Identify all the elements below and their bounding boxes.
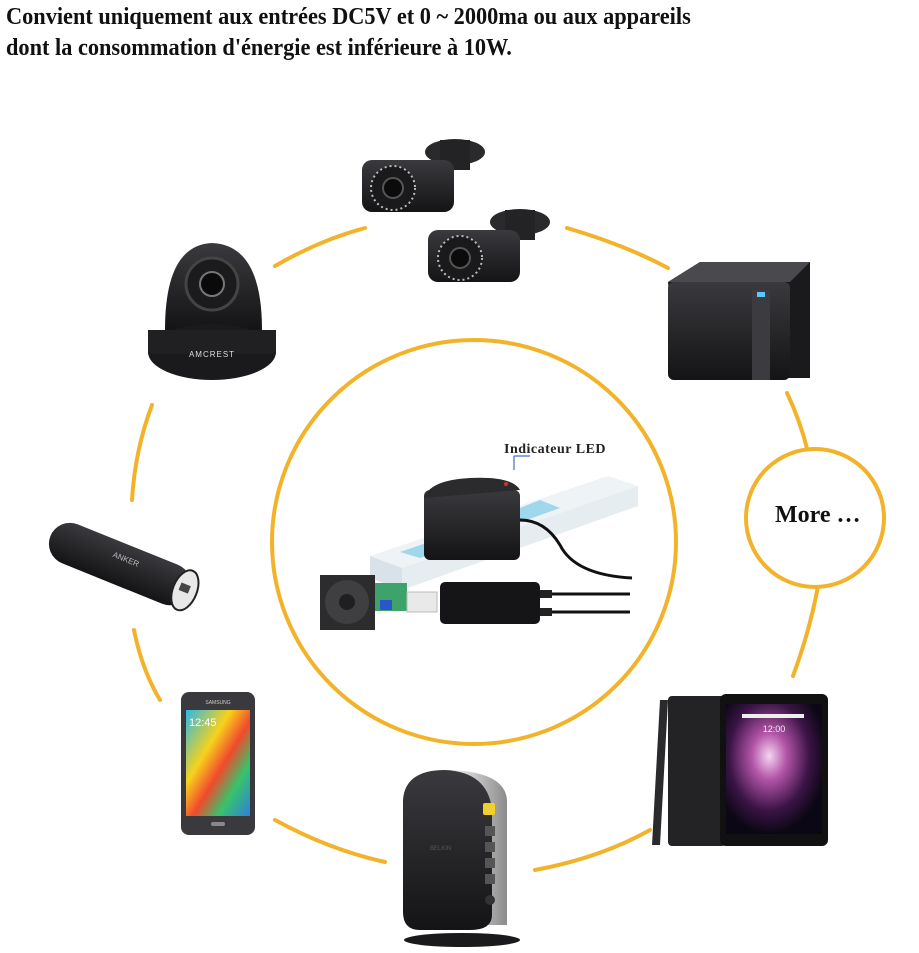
- ring-segment: [533, 828, 652, 872]
- tablet-clock: 12:00: [763, 724, 786, 734]
- inner-circle: [270, 338, 678, 746]
- more-circle: [744, 447, 886, 589]
- smartphone-icon: 12:45 SAMSUNG: [181, 692, 255, 835]
- outer-ring: [130, 226, 820, 872]
- power-adapter-icon: [424, 455, 633, 580]
- phone-clock: 12:45: [189, 717, 217, 729]
- ring-segment: [565, 226, 670, 270]
- ptz-camera-icon: AMCREST: [148, 243, 276, 380]
- led-indicator-label: Indicateur LED: [504, 442, 607, 457]
- bluetooth-speaker-icon: [668, 262, 810, 380]
- usb-load-tester-icon: [320, 575, 438, 630]
- bullet-camera-icon: [428, 209, 550, 282]
- ring-segment: [273, 818, 387, 864]
- tablet-icon: 12:00: [652, 694, 828, 846]
- headline-line-1: Convient uniquement aux entrées DC5V et …: [6, 4, 691, 30]
- wifi-router-icon: BELKIN: [403, 770, 520, 947]
- ptz-camera-brand: AMCREST: [189, 350, 235, 359]
- ring-segment: [130, 403, 154, 502]
- router-brand: BELKIN: [430, 846, 451, 852]
- ring-segment: [273, 226, 367, 268]
- more-label: More …: [775, 502, 861, 528]
- ring-segment: [785, 391, 810, 454]
- ring-segment: [791, 584, 820, 678]
- headline: Convient uniquement aux entrées DC5V et …: [6, 2, 854, 64]
- power-bank-icon: ANKER: [48, 522, 200, 612]
- ring-segment: [132, 628, 162, 702]
- headline-line-2: dont la consommation d'énergie est infér…: [6, 35, 512, 61]
- bullet-camera-icon: [362, 139, 485, 212]
- usb-power-converter-icon: [440, 582, 630, 624]
- svg-text:SAMSUNG: SAMSUNG: [205, 700, 230, 706]
